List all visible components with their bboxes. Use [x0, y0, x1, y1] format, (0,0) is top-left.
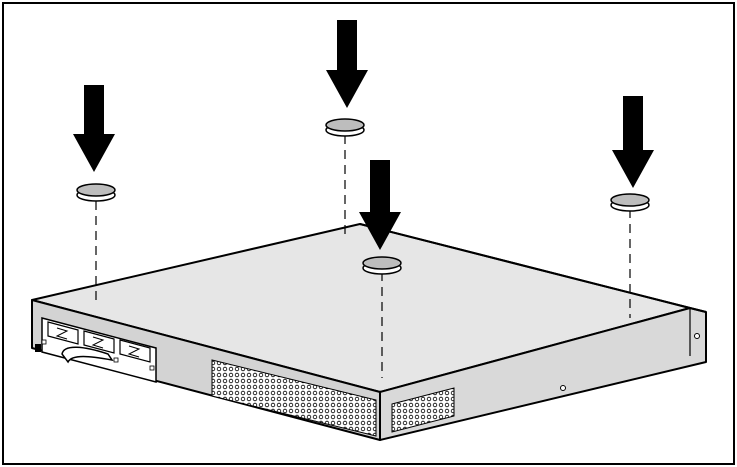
- arrow-down-icon: [326, 20, 368, 108]
- front-handle: [61, 346, 114, 364]
- rubber-foot-front-left: [76, 183, 116, 202]
- arrow-down-icon: [73, 85, 115, 172]
- rubber-foot-icon: [610, 193, 650, 207]
- led-3: [113, 357, 119, 363]
- front-vent-grille: [211, 359, 377, 437]
- chassis-front-screw: [560, 385, 566, 391]
- arrow-down-icon: [612, 96, 654, 188]
- led-4: [149, 365, 155, 371]
- drive-label-2: [91, 336, 105, 349]
- server-chassis: [31, 223, 707, 441]
- chassis-side: [379, 307, 707, 441]
- drive-label-1: [55, 327, 69, 340]
- rubber-foot-front-right: [362, 256, 402, 275]
- arrow-down-icon: [359, 160, 401, 250]
- chassis-side-screw: [694, 333, 700, 339]
- power-switch: [35, 344, 41, 352]
- side-vent-grille: [391, 387, 455, 433]
- rubber-foot-rear-left: [325, 118, 365, 137]
- drive-label-3: [127, 345, 141, 358]
- led-1: [41, 339, 47, 345]
- rubber-foot-icon: [362, 256, 402, 270]
- guide-lines: [95, 135, 631, 378]
- rubber-foot-icon: [325, 118, 365, 132]
- rubber-foot-rear-right: [610, 193, 650, 212]
- rubber-foot-icon: [76, 183, 116, 197]
